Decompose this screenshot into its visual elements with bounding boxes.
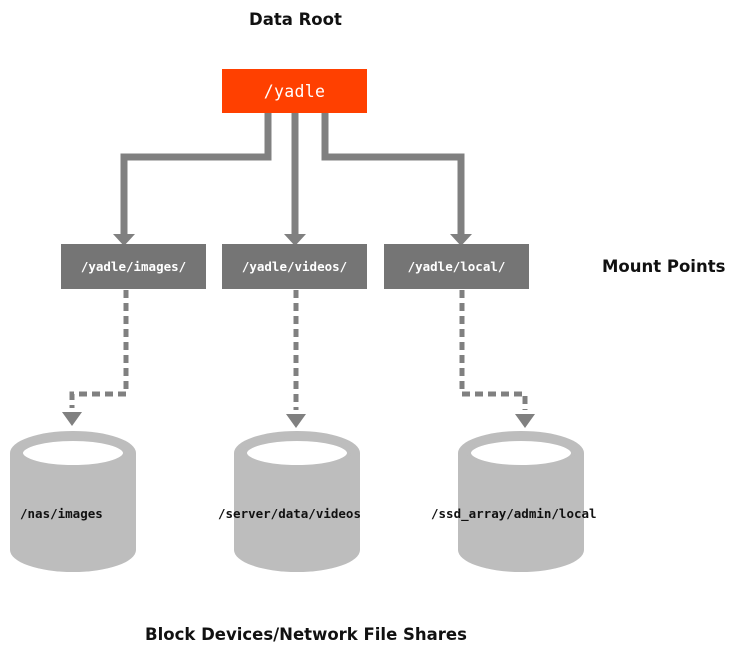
device-label-ssd: /ssd_array/admin/local (431, 506, 597, 521)
arrowhead-videos (284, 234, 306, 246)
root-connectors (120, 113, 465, 237)
connector-images-to-nas (69, 290, 129, 408)
device-connectors (69, 290, 528, 410)
mount-point-label: /yadle/local/ (407, 259, 506, 274)
arrowhead-server (286, 414, 306, 428)
mount-point-videos: /yadle/videos/ (222, 244, 367, 289)
connector-root-to-images (120, 113, 272, 237)
cylinder-top (19, 437, 127, 469)
arrowhead-local (450, 234, 472, 246)
data-root-heading: Data Root (249, 10, 342, 29)
mount-point-images: /yadle/images/ (61, 244, 206, 289)
data-root-node: /yadle (222, 69, 367, 113)
cylinder-body (10, 431, 136, 572)
mount-point-label: /yadle/images/ (80, 259, 187, 274)
cylinder-server (234, 431, 360, 572)
mount-point-label: /yadle/videos/ (241, 259, 348, 274)
arrowhead-nas (62, 412, 82, 426)
block-devices-heading: Block Devices/Network File Shares (145, 625, 467, 644)
device-label-server: /server/data/videos (218, 506, 361, 521)
cylinder-top (467, 437, 575, 469)
device-connector-arrowheads (62, 412, 535, 428)
connector-local-to-ssd (459, 290, 528, 410)
cylinder-top (243, 437, 351, 469)
arrowhead-images (113, 234, 135, 246)
cylinder-body (458, 431, 584, 572)
cylinder-ssd (458, 431, 584, 572)
mount-points-heading: Mount Points (602, 257, 726, 276)
cylinder-body (234, 431, 360, 572)
connector-root-to-local (321, 113, 465, 237)
mount-point-local: /yadle/local/ (384, 244, 529, 289)
device-label-nas: /nas/images (20, 506, 103, 521)
data-root-path: /yadle (263, 81, 326, 101)
cylinder-nas (10, 431, 136, 572)
root-connector-arrowheads (113, 234, 472, 246)
arrowhead-ssd (515, 414, 535, 428)
